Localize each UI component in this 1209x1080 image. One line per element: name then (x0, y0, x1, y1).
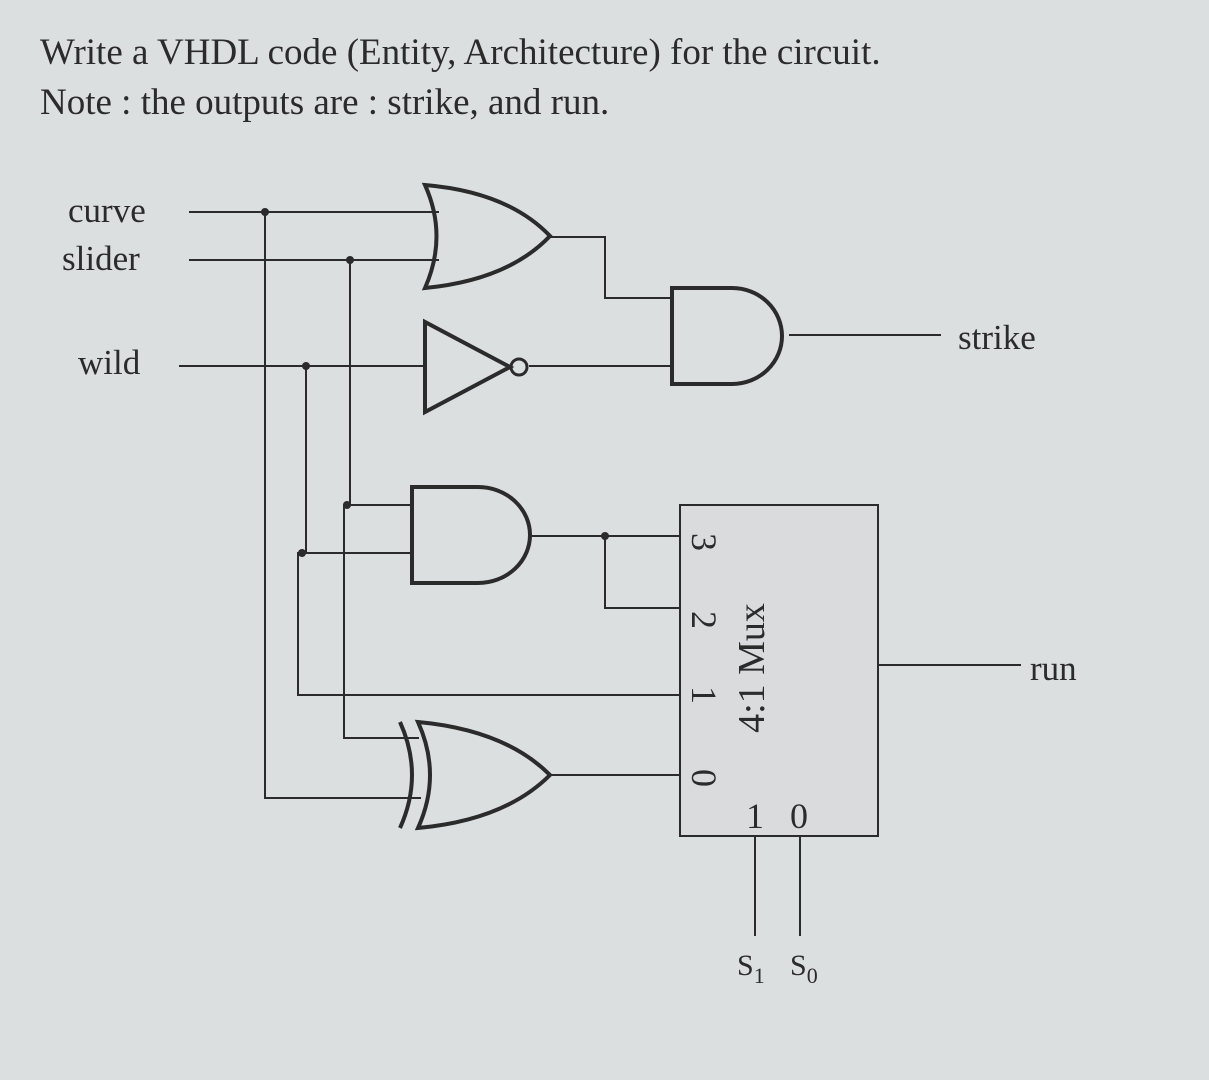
mux-input-3: 3 (684, 533, 724, 551)
label-curve: curve (68, 191, 146, 230)
mux-input-2: 2 (684, 611, 724, 629)
xor-gate-back-arc (398, 721, 414, 829)
mux-sel-0: 0 (790, 796, 808, 836)
and-gate-mux (410, 485, 532, 585)
xor-gate (414, 719, 553, 831)
label-wild: wild (78, 343, 141, 382)
junction-slider-2 (343, 501, 351, 509)
junction-wild (302, 362, 310, 370)
mux-input-0: 0 (684, 769, 724, 787)
junction-and-out (601, 532, 609, 540)
question-text: Write a VHDL code (Entity, Architecture)… (40, 28, 881, 128)
label-run: run (1030, 649, 1077, 688)
or-gate (421, 182, 553, 291)
mux-input-1: 1 (684, 686, 724, 704)
wire-and-to-mux-2 (604, 535, 681, 609)
label-s1: S1 (737, 949, 765, 988)
question-line-2: Note : the outputs are : strike, and run… (40, 82, 610, 123)
and-gate-strike (670, 286, 784, 386)
junction-wild-2 (298, 549, 306, 557)
junction-dots (261, 208, 609, 557)
question-line-1: Write a VHDL code (Entity, Architecture)… (40, 32, 881, 73)
junction-curve (261, 208, 269, 216)
not-gate (423, 318, 515, 416)
label-slider: slider (62, 239, 140, 278)
label-strike: strike (958, 318, 1036, 357)
wire-or-out (547, 236, 673, 299)
junction-slider (346, 256, 354, 264)
label-s0: S0 (790, 949, 818, 988)
mux-box (679, 504, 879, 837)
mux-sel-1: 1 (746, 796, 764, 836)
mux-label: 4:1 Mux (731, 603, 773, 733)
not-gate-bubble (509, 357, 529, 377)
